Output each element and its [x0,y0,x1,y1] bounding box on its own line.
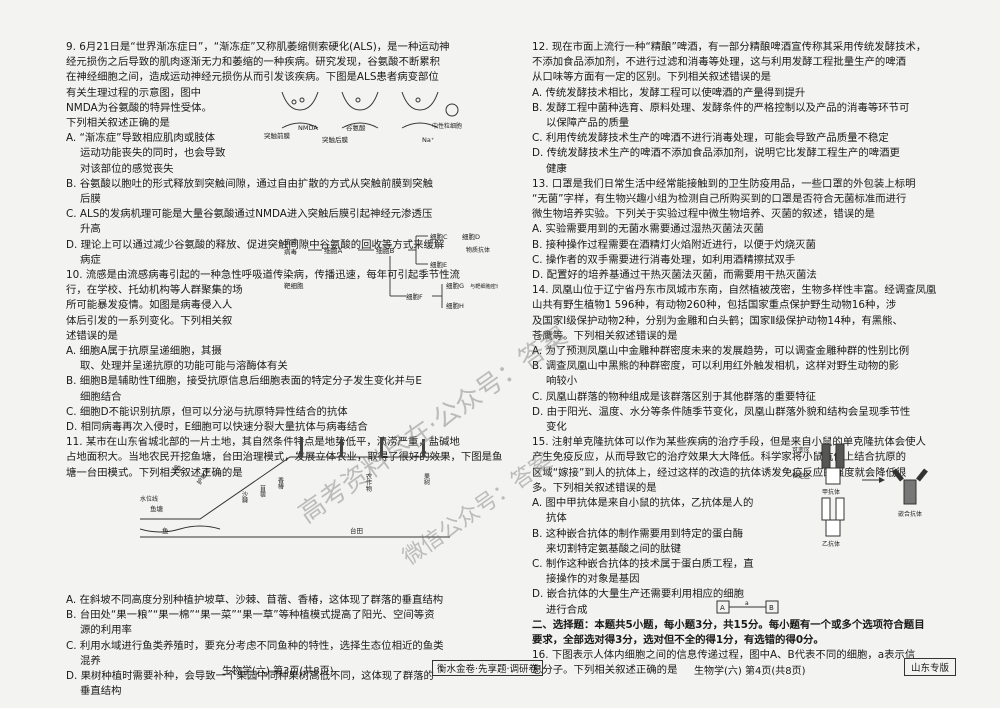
svg-text:细胞A: 细胞A [324,246,343,255]
svg-text:抗体: 抗体 [478,246,490,254]
svg-text:护坡草: 护坡草 [195,466,212,486]
question-9: 9. 6月21日是“世界渐冻症日”，“渐冻症”又称肌萎缩侧索硬化(ALS)，是一… [66,41,450,266]
right-footer: 生物学(六) 第4页(共8页) [694,666,806,677]
region-tag: 山东专版 [904,658,957,676]
svg-text:鱼塘: 鱼塘 [150,504,164,513]
svg-text:物质: 物质 [466,246,478,254]
fig9-label-glutamate: 谷氨酸 [346,123,366,132]
question-16: 16. 下图表示人体内细胞之间的信息传递过程，图中A、B代表不同的细胞，a表示信… [532,649,916,677]
fig9-label-nmda: NMDA [298,124,318,132]
svg-text:细胞G: 细胞G [446,281,464,290]
svg-text:台田: 台田 [350,526,363,535]
svg-text:鸭: 鸭 [174,464,181,473]
svg-text:沙棘: 沙棘 [241,491,248,505]
svg-text:细胞E: 细胞E [430,260,447,269]
svg-text:可变区: 可变区 [792,446,810,454]
svg-text:病毒: 病毒 [284,247,298,256]
svg-text:细胞H: 细胞H [446,301,464,310]
svg-text:农作物: 农作物 [365,472,372,492]
figure-q11-pond-field: 鸭 护坡草 沙棘 苜蓿 香椿 果树 农作物 鱼 鱼塘 台田 水位线 [140,437,450,538]
section-2-heading: 二、选择题：本题共5小题，每小题3分，共15分。每小题有一个或多个选项符合题目 … [532,618,925,646]
figure-q15-antibody: 可变区 恒定区 甲抗体 乙抗体 嵌合抗体 [792,443,928,548]
svg-text:甲抗体: 甲抗体 [822,488,840,496]
figure-q10-immune: 流感 病毒 细胞A 细胞B 细胞C 细胞D 细胞E 细胞F 细胞G 细胞H 靶细… [284,232,498,310]
svg-text:嵌合抗体: 嵌合抗体 [898,510,922,518]
svg-text:细胞D: 细胞D [462,232,480,241]
svg-text:鱼: 鱼 [162,526,169,535]
svg-text:流感: 流感 [284,237,298,246]
right-column: 12. 现在市面上流行一种“精酿”啤酒，有一部分精酿啤酒宣传称其采用传统发酵技术… [532,40,952,679]
svg-text:与靶细胞密切接触: 与靶细胞密切接触 [470,282,498,290]
left-column: 9. 6月21日是“世界渐冻症日”，“渐冻症”又称肌萎缩侧索硬化(ALS)，是一… [66,40,506,699]
question-12: 12. 现在市面上流行一种“精酿”啤酒，有一部分精酿啤酒宣传称其采用传统发酵技术… [532,41,927,175]
svg-text:苜蓿: 苜蓿 [259,484,266,498]
question-14: 14. 凤凰山位于辽宁省丹东市凤城市东南，自然植被茂密，生物多样性丰富。经调查凤… [532,284,937,434]
svg-text:靶细胞: 靶细胞 [284,281,304,290]
question-11: 11. 某市在山东省城北部的一片土地，其自然条件特点是地势低平，渍涝严重，盐碱地… [66,435,506,699]
svg-text:B: B [769,604,774,612]
fig9-label-neutrophil: 中性粒细胞 [432,122,462,130]
fig9-label-postsynaptic: 突触后膜 [322,135,349,144]
svg-text:细胞F: 细胞F [406,292,423,301]
svg-text:果树: 果树 [423,473,430,487]
svg-text:香椿: 香椿 [277,476,284,490]
svg-text:水位线: 水位线 [140,495,158,503]
svg-text:恒定区: 恒定区 [792,472,810,480]
left-footer: 生物学(六) 第3页(共8页) [222,666,334,677]
center-footer: 衡水金卷·先享题·调研卷 [432,660,544,676]
svg-text:a: a [745,600,749,607]
svg-text:细胞B: 细胞B [376,246,395,255]
fig9-label-presynaptic: 突触前膜 [264,131,291,140]
question-13: 13. 口罩是我们日常生活中经常能接触到的卫生防疫用品，一些口罩的外包装上标明 … [532,177,916,282]
svg-text:细胞C: 细胞C [430,232,448,241]
fig9-label-na: Na⁺ [422,136,434,144]
svg-text:A: A [720,604,725,612]
question-10: 10. 流感是由流感病毒引起的一种急性呼吸道传染病，传播迅速，每年可引起季节性流… [66,269,460,434]
figure-q9-synapse: 突触前膜 NMDA 谷氨酸 突触后膜 中性粒细胞 Na⁺ [264,91,462,144]
question-15: 15. 注射单克隆抗体可以作为某些疾病的治疗手段，但是来自小鼠的单克隆抗体会使人… [532,436,926,616]
svg-text:乙抗体: 乙抗体 [822,540,840,548]
figure-q16-signal: A a B [716,600,779,614]
